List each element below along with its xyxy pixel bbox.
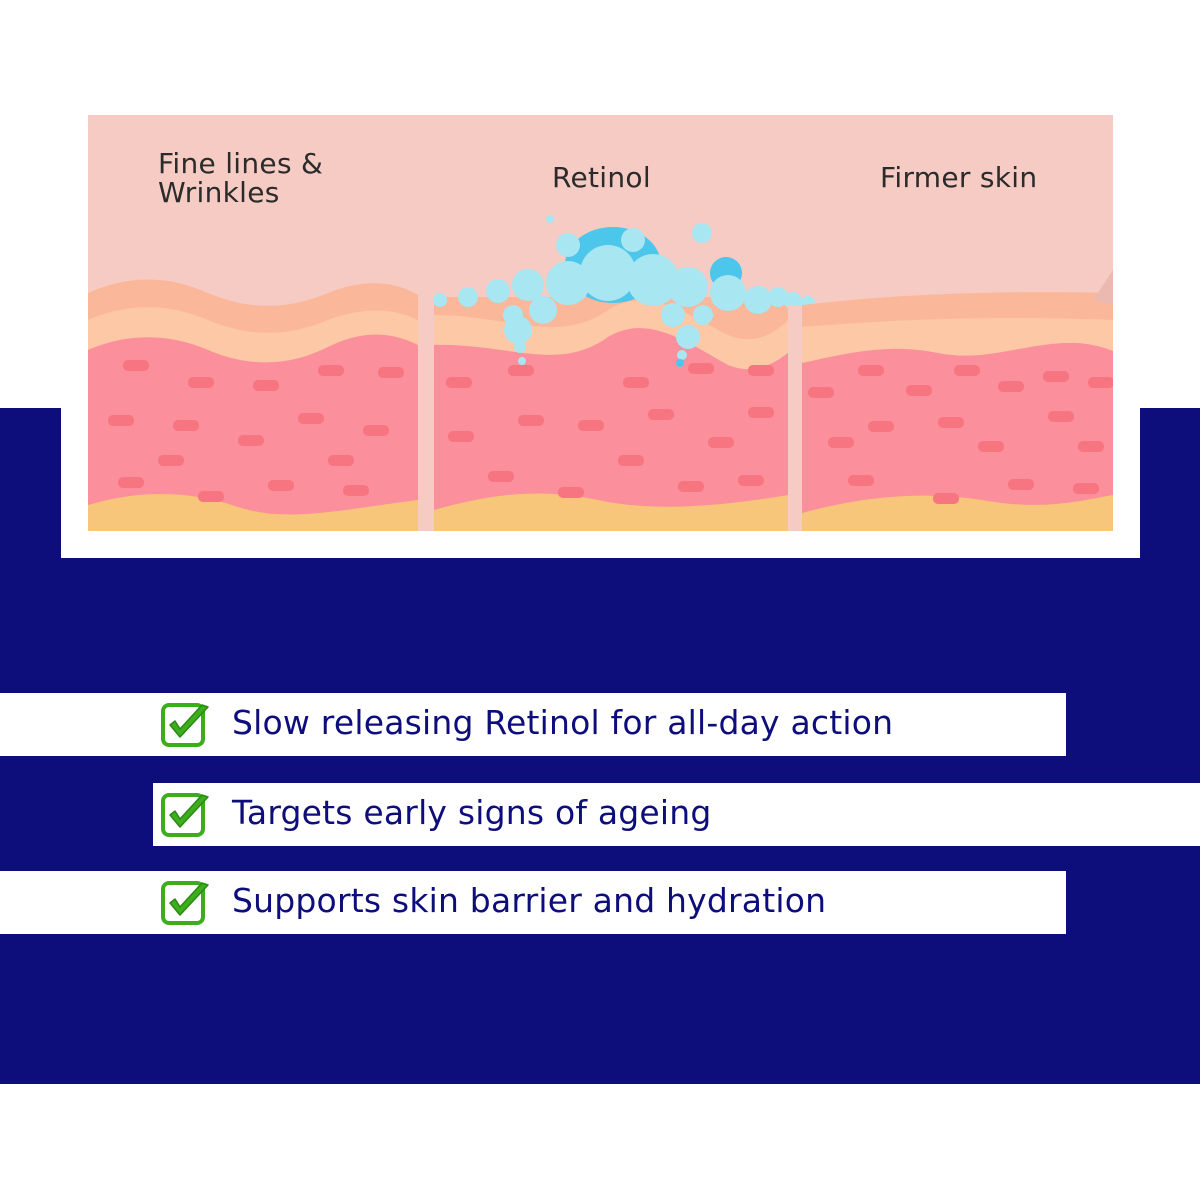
retinol-bubbles — [433, 215, 815, 367]
benefit-strip-barrier: Supports skin barrier and hydration — [0, 871, 1066, 934]
panel-label-retinol: Retinol — [552, 161, 651, 194]
checkmark-icon — [161, 793, 209, 837]
benefit-text: Supports skin barrier and hydration — [232, 881, 827, 920]
checkmark-icon — [161, 881, 209, 925]
skin-layers-illustration: Fine lines & Wrinkles Retinol Firmer ski… — [88, 115, 1113, 531]
panel-label-firmer-skin: Firmer skin — [880, 161, 1038, 194]
panel-divider — [788, 305, 802, 531]
benefit-text: Slow releasing Retinol for all-day actio… — [232, 703, 894, 742]
benefit-text: Targets early signs of ageing — [232, 793, 712, 832]
panel-retinol-skin — [433, 215, 815, 531]
panel-label-fine-lines: Fine lines & Wrinkles — [158, 147, 324, 209]
benefit-strip-slow-release: Slow releasing Retinol for all-day actio… — [0, 693, 1066, 756]
checkmark-icon — [161, 703, 209, 747]
benefit-strip-ageing: Targets early signs of ageing — [153, 783, 1200, 846]
panel-firmer-skin — [802, 270, 1113, 531]
panel-wrinkled-skin — [88, 279, 418, 531]
panel-divider — [418, 295, 434, 531]
